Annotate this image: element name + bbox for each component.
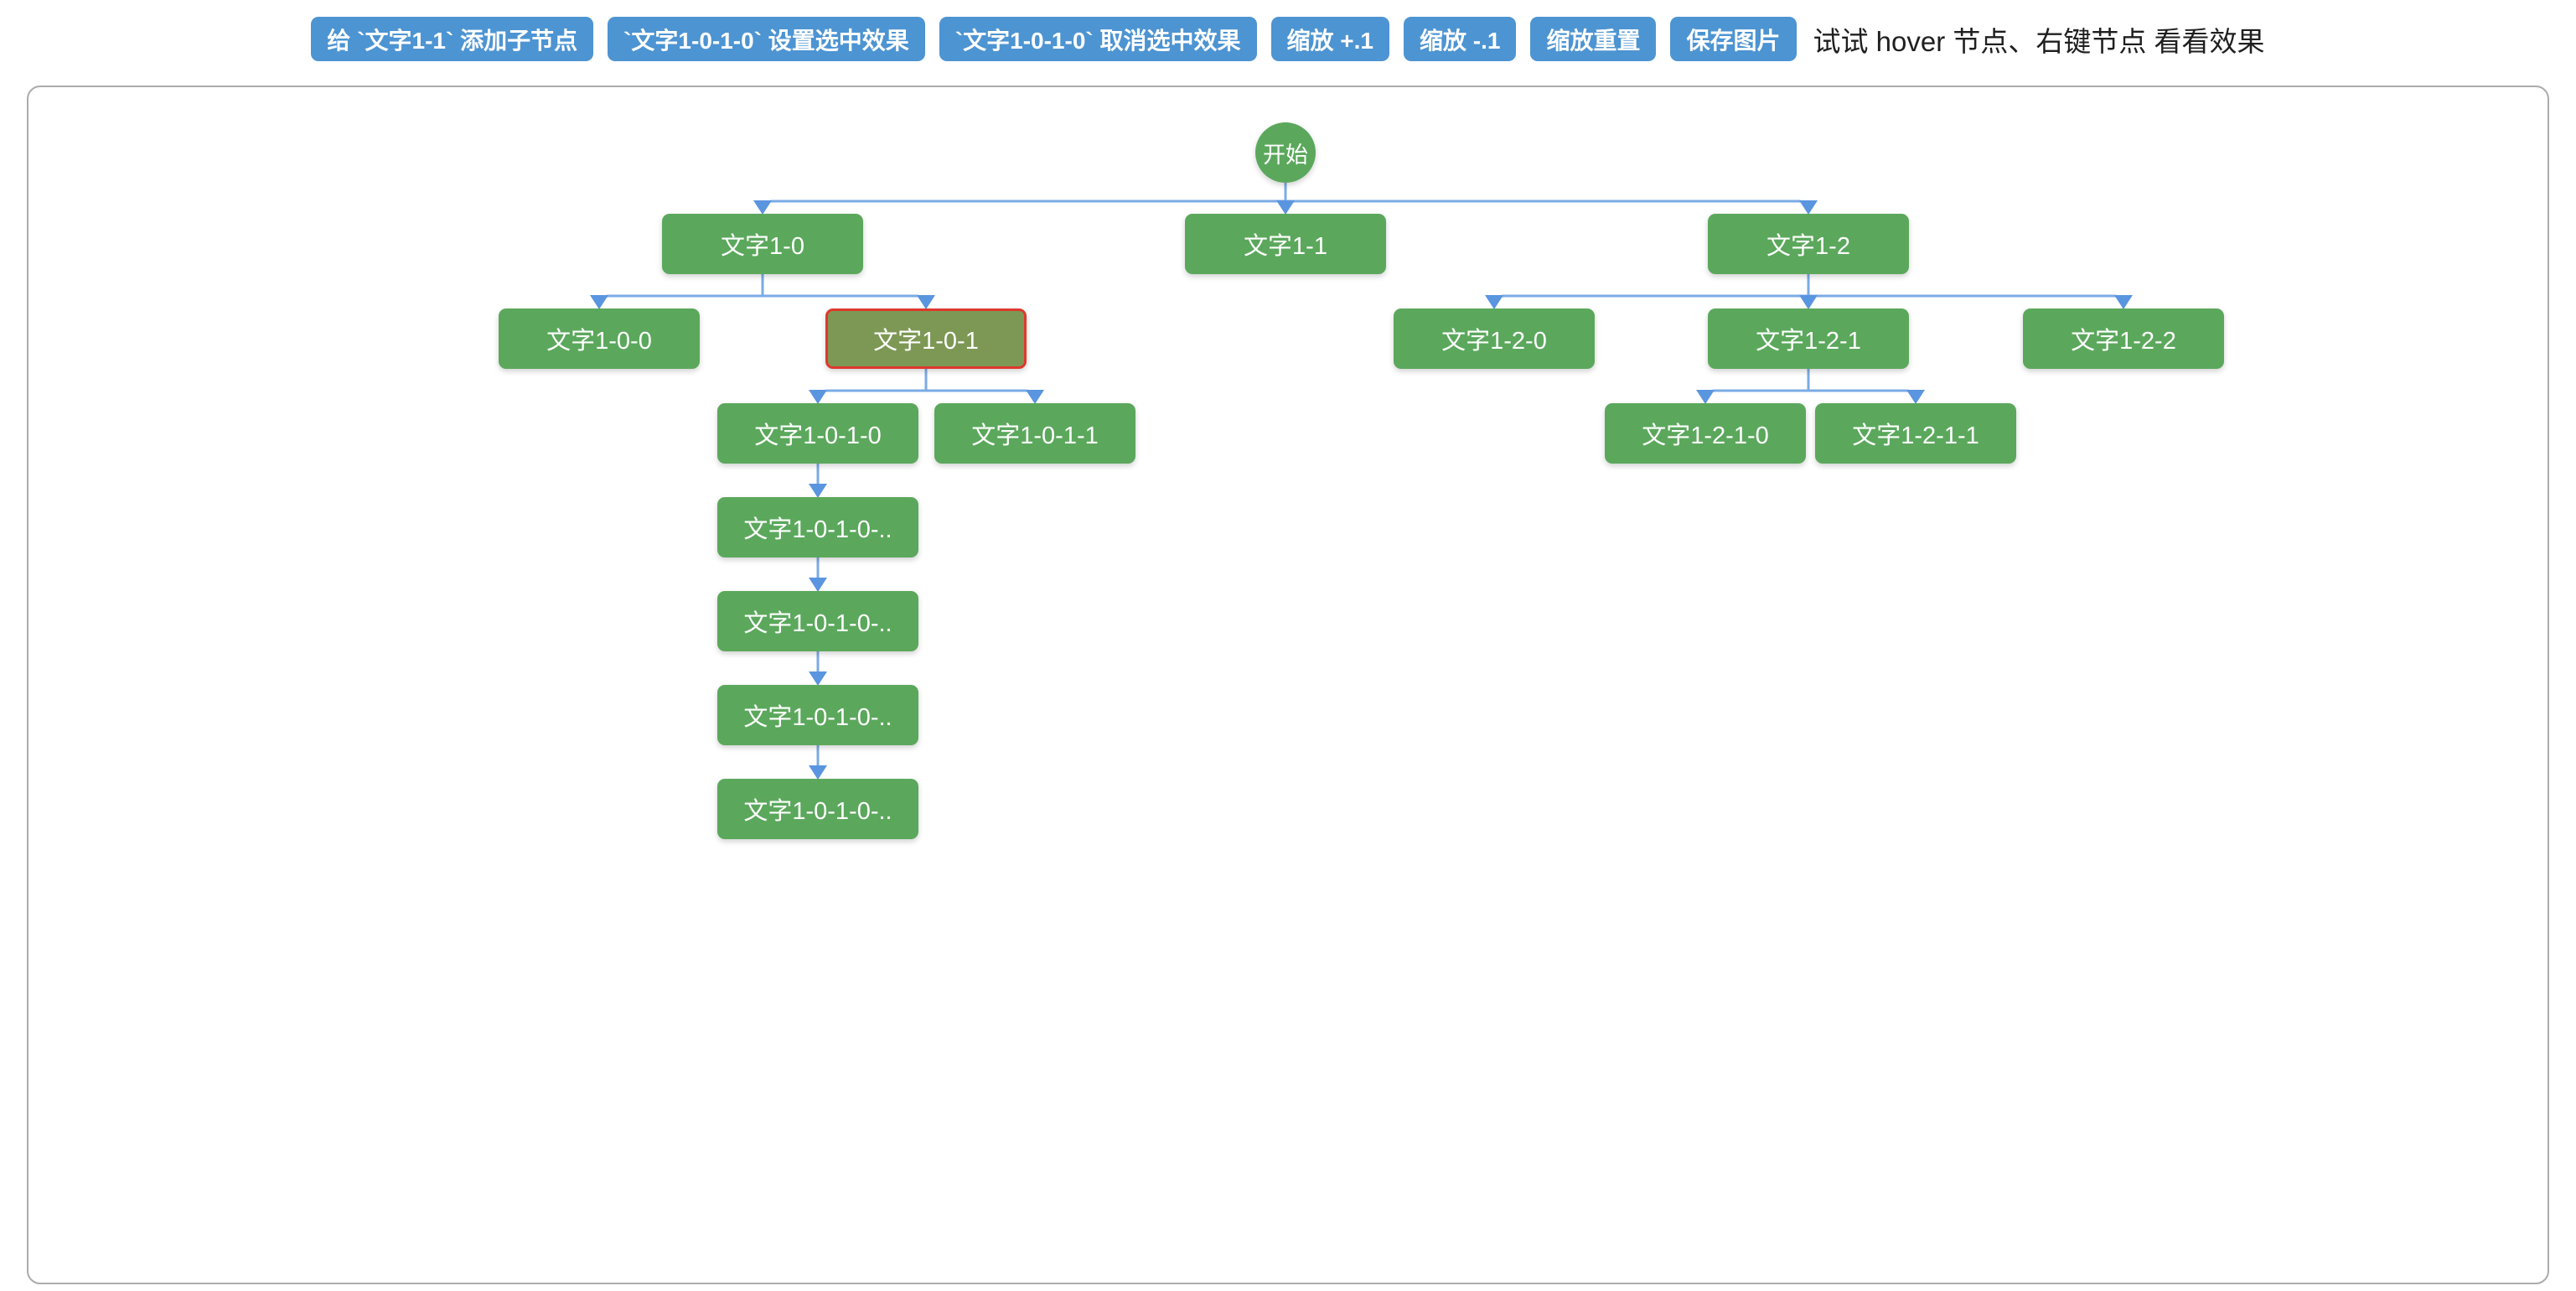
- tree-node-1-2-1[interactable]: 文字1-2-1: [1708, 308, 1909, 369]
- tree-node-1-2-1-0[interactable]: 文字1-2-1-0: [1605, 403, 1806, 464]
- tree-node-1-2-0[interactable]: 文字1-2-0: [1394, 308, 1595, 369]
- tree-node-1-2-2[interactable]: 文字1-2-2: [2023, 308, 2224, 369]
- toolbar: 给 `文字1-1` 添加子节点 `文字1-0-1-0` 设置选中效果 `文字1-…: [0, 17, 2576, 61]
- zoom-in-button[interactable]: 缩放 +.1: [1270, 17, 1389, 61]
- add-child-button[interactable]: 给 `文字1-1` 添加子节点: [311, 17, 594, 61]
- tree-node-root[interactable]: 开始: [1255, 122, 1316, 183]
- tree-node-1-0-1-0[interactable]: 文字1-0-1-0: [717, 403, 918, 464]
- zoom-reset-button[interactable]: 缩放重置: [1530, 17, 1657, 61]
- unset-selected-button[interactable]: `文字1-0-1-0` 取消选中效果: [939, 17, 1257, 61]
- save-image-button[interactable]: 保存图片: [1670, 17, 1797, 61]
- tree-node-1-0-1-1[interactable]: 文字1-0-1-1: [934, 403, 1135, 464]
- tree-node-1-2-1-1[interactable]: 文字1-2-1-1: [1815, 403, 2016, 464]
- tree-node-1-0-1-0-b[interactable]: 文字1-0-1-0-..: [717, 591, 918, 651]
- tree-node-1-0-1-0-a[interactable]: 文字1-0-1-0-..: [717, 497, 918, 557]
- canvas-panel[interactable]: [27, 86, 2549, 1284]
- tree-node-1-2[interactable]: 文字1-2: [1708, 214, 1909, 274]
- tree-node-1-0-1[interactable]: 文字1-0-1: [825, 308, 1027, 369]
- set-selected-button[interactable]: `文字1-0-1-0` 设置选中效果: [608, 17, 925, 61]
- toolbar-hint-text: 试试 hover 节点、右键节点 看看效果: [1813, 25, 2265, 57]
- tree-node-1-0[interactable]: 文字1-0: [662, 214, 863, 274]
- tree-node-1-1[interactable]: 文字1-1: [1185, 214, 1386, 274]
- zoom-out-button[interactable]: 缩放 -.1: [1404, 17, 1517, 61]
- tree-node-1-0-0[interactable]: 文字1-0-0: [499, 308, 700, 369]
- tree-node-1-0-1-0-c[interactable]: 文字1-0-1-0-..: [717, 685, 918, 745]
- tree-node-1-0-1-0-d[interactable]: 文字1-0-1-0-..: [717, 779, 918, 839]
